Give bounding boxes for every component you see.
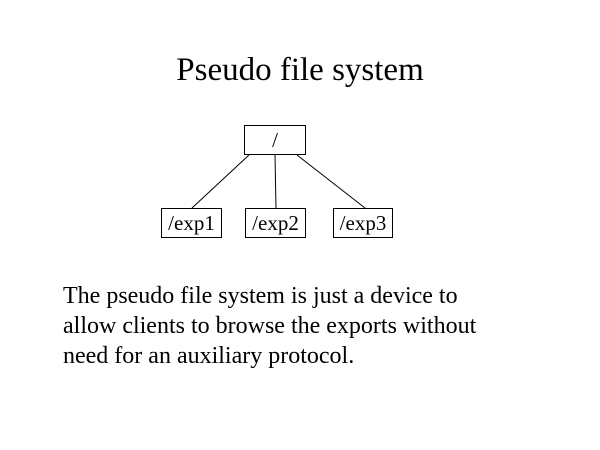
connector-line-right — [296, 154, 366, 209]
tree-node-root: / — [244, 125, 306, 155]
body-line-3: need for an auxiliary protocol. — [63, 343, 355, 369]
connector-line-middle — [274, 154, 277, 209]
body-paragraph: The pseudo file system is just a device … — [63, 281, 563, 371]
tree-node-exp3: /exp3 — [333, 208, 393, 238]
slide-title: Pseudo file system — [176, 52, 424, 88]
body-line-1: The pseudo file system is just a device … — [63, 283, 458, 309]
connector-line-left — [191, 154, 250, 209]
tree-node-exp1: /exp1 — [161, 208, 222, 238]
body-line-2: allow clients to browse the exports with… — [63, 313, 477, 339]
tree-node-exp2: /exp2 — [245, 208, 306, 238]
